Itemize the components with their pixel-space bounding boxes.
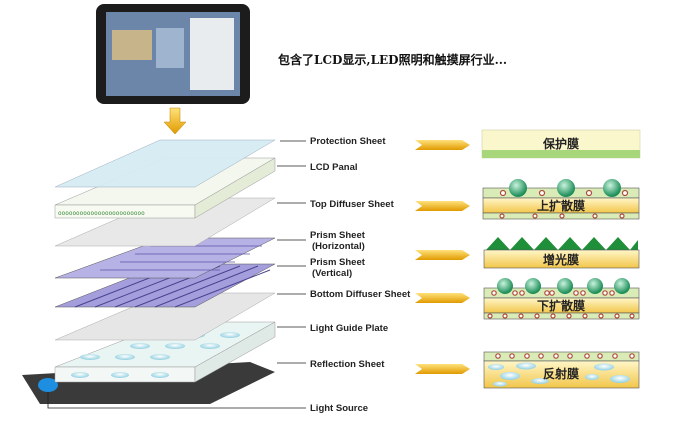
tablet-image — [96, 4, 250, 104]
label-top-diffuser-sheet: Top Diffuser Sheet — [310, 199, 395, 210]
label-prism-sheet-vertical: Prism Sheet — [310, 257, 366, 268]
chevron-right-icon — [415, 140, 470, 150]
down-arrow-icon — [163, 107, 187, 135]
label-bottom-diffuser-sheet: Bottom Diffuser Sheet — [310, 289, 411, 300]
film-label-reflection: 反射膜 — [543, 366, 579, 381]
label-light-source: Light Source — [310, 403, 368, 414]
chevron-right-icon — [415, 201, 470, 211]
layer-labels — [47, 140, 306, 409]
chevron-right-icon — [415, 364, 470, 374]
label-prism-sheet-vertical-sub: (Vertical) — [312, 268, 352, 279]
label-lcd-panal: LCD Panal — [310, 162, 358, 173]
film-protection — [481, 129, 641, 159]
film-label-bottom-diffuser: 下扩散膜 — [537, 298, 585, 313]
film-reflection — [483, 351, 640, 389]
film-label-prism: 增光膜 — [543, 252, 579, 267]
label-protection-sheet: Protection Sheet — [310, 136, 386, 147]
film-prism — [483, 237, 640, 269]
light-source-shape — [38, 378, 58, 392]
label-light-guide-plate: Light Guide Plate — [310, 323, 388, 334]
label-prism-sheet-horizontal-sub: (Horizontal) — [312, 241, 365, 252]
chevron-arrows — [415, 140, 470, 374]
film-bottom-diffuser — [483, 278, 640, 320]
film-label-top-diffuser: 上扩散膜 — [537, 198, 585, 213]
label-reflection-sheet: Reflection Sheet — [310, 359, 385, 370]
chevron-right-icon — [415, 250, 470, 260]
svg-text:oooooooooooooooooooooooo: oooooooooooooooooooooooo — [58, 210, 145, 217]
layer-stack: oooooooooooooooooooooooo — [22, 139, 276, 404]
label-prism-sheet-horizontal: Prism Sheet — [310, 230, 366, 241]
film-label-protection: 保护膜 — [542, 136, 579, 151]
caption: 包含了LCD显示,LED照明和触摸屏行业... — [277, 52, 507, 67]
chevron-right-icon — [415, 293, 470, 303]
film-top-diffuser — [482, 179, 640, 220]
